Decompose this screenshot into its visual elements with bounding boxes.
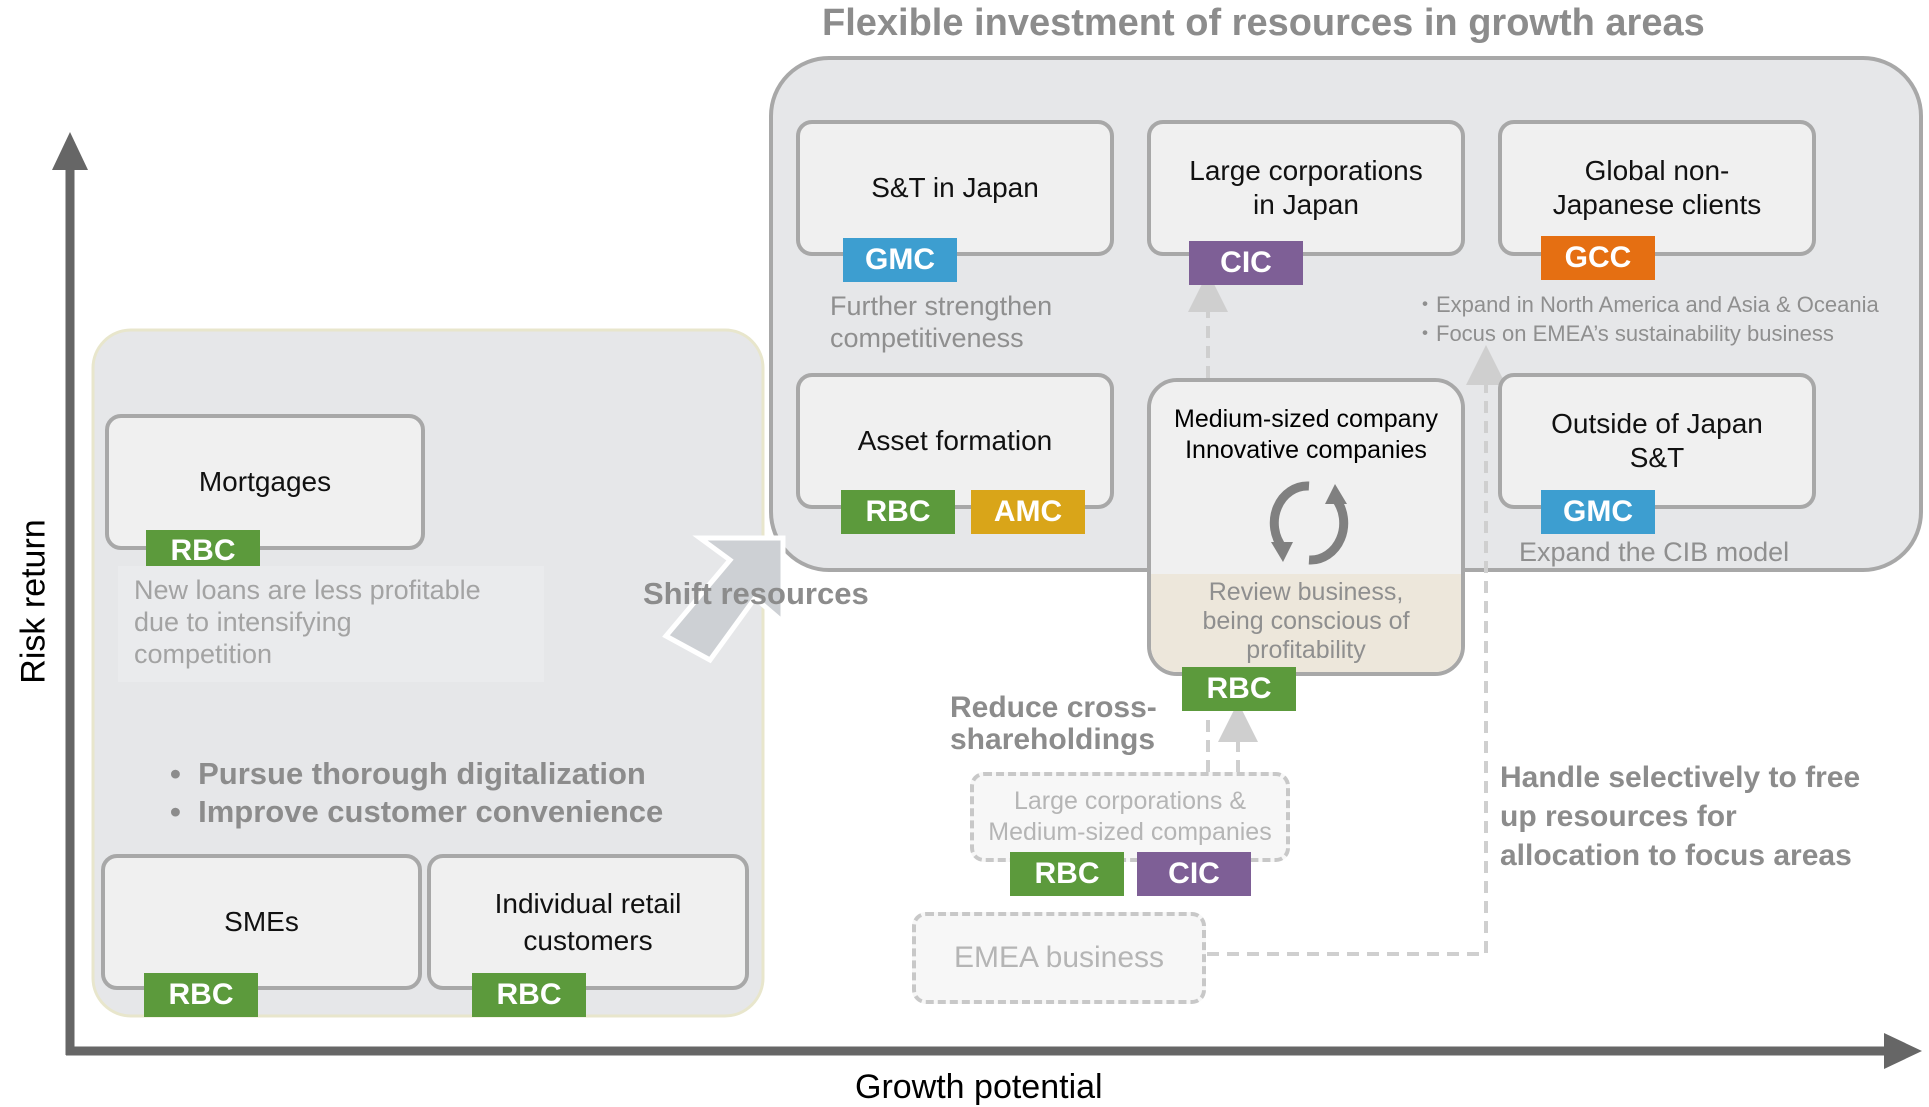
reduce-cic-tag: CIC (1137, 852, 1251, 896)
outside-label-line-1: Outside of Japan (1551, 408, 1763, 439)
asset-rbc-tag: RBC (841, 490, 955, 534)
review-line-3: profitability (1246, 636, 1366, 664)
smes-rbc-tag: RBC (144, 973, 258, 1017)
reduce-label-line-1: Reduce cross- (950, 691, 1157, 724)
emea-box: EMEA business (912, 912, 1206, 1004)
medium-rbc-tag: RBC (1182, 667, 1296, 711)
outside-box: Outside of Japan S&T (1498, 373, 1816, 509)
mortgages-note-line-3: competition (134, 639, 273, 669)
handle-label-line-1: Handle selectively to free (1500, 761, 1861, 794)
st-japan-box: S&T in Japan (796, 120, 1114, 256)
reduce-box-line-2: Medium-sized companies (988, 818, 1272, 846)
reduce-box: Large corporations & Medium-sized compan… (970, 772, 1290, 862)
large-corp-cic-tag: CIC (1189, 241, 1303, 285)
large-corp-box: Large corporations in Japan (1147, 120, 1465, 256)
reduce-label: Reduce cross- shareholdings (950, 692, 1157, 756)
shift-arrow (662, 535, 786, 664)
reduce-label-line-2: shareholdings (950, 723, 1156, 756)
medium-label-line-2: Innovative companies (1185, 436, 1427, 464)
individual-rbc-tag: RBC (472, 973, 586, 1017)
large-corp-label-line-1: Large corporations (1189, 155, 1423, 186)
mortgages-note-line-1: New loans are less profitable (134, 575, 481, 605)
medium-review: Review business, being conscious of prof… (1151, 574, 1461, 672)
bullet-text-digitalization: Pursue thorough digitalization (198, 756, 646, 791)
x-axis-arrowhead (1884, 1033, 1922, 1069)
global-notes: ・Expand in North America and Asia & Ocea… (1414, 290, 1879, 348)
outside-note: Expand the CIB model (1519, 537, 1790, 567)
smes-box: SMEs (101, 854, 422, 990)
bullet-item: • Improve customer convenience (170, 794, 664, 829)
individual-label-line-1: Individual retail (494, 888, 682, 919)
left-bullets: • Pursue thorough digitalization • Impro… (170, 755, 663, 831)
st-japan-note-line-2: competitiveness (830, 323, 1024, 353)
st-japan-gmc-tag: GMC (843, 238, 957, 282)
mortgages-rbc-tag: RBC (146, 530, 260, 572)
bullet-text-convenience: Improve customer convenience (198, 794, 664, 829)
reduce-box-line-1: Large corporations & (1013, 787, 1247, 815)
outside-gmc-tag: GMC (1541, 490, 1655, 534)
individual-label-line-2: customers (523, 925, 653, 956)
handle-label-line-2: up resources for (1500, 800, 1737, 833)
smes-label: SMEs (224, 906, 299, 937)
global-label-line-1: Global non- (1584, 155, 1730, 186)
global-note-2: ・Focus on EMEA’s sustainability business (1414, 321, 1834, 346)
outside-label-line-2: S&T (1629, 442, 1685, 473)
asset-label: Asset formation (857, 425, 1053, 456)
connector-emea (1207, 345, 1506, 956)
global-note-1: ・Expand in North America and Asia & Ocea… (1414, 292, 1879, 317)
global-label-line-2: Japanese clients (1552, 189, 1762, 220)
global-gcc-tag: GCC (1541, 236, 1655, 280)
global-box: Global non- Japanese clients (1498, 120, 1816, 256)
bullet-item: • Pursue thorough digitalization (170, 756, 646, 791)
st-japan-label: S&T in Japan (871, 172, 1039, 203)
shift-resources-label: Shift resources (643, 576, 869, 611)
mortgages-box: Mortgages (105, 414, 425, 550)
medium-box: Medium-sized company Innovative companie… (1147, 378, 1465, 676)
mortgages-note-line-2: due to intensifying (134, 607, 352, 637)
y-axis-arrowhead (52, 132, 88, 170)
individual-box: Individual retail customers (427, 854, 749, 990)
medium-label-line-1: Medium-sized company (1174, 405, 1438, 433)
mortgages-note: New loans are less profitable due to int… (118, 566, 544, 682)
emea-label: EMEA business (953, 941, 1165, 974)
page-title: Flexible investment of resources in grow… (822, 2, 1705, 44)
x-axis-label: Growth potential (855, 1068, 1103, 1106)
asset-amc-tag: AMC (971, 490, 1085, 534)
reduce-rbc-tag: RBC (1010, 852, 1124, 896)
handle-label-line-3: allocation to focus areas (1500, 839, 1852, 872)
medium-upper: Medium-sized company Innovative companie… (1151, 382, 1461, 574)
asset-box: Asset formation (796, 373, 1114, 509)
review-line-2: being conscious of (1202, 607, 1410, 635)
st-japan-note: Further strengthen competitiveness (830, 290, 1052, 354)
handle-label: Handle selectively to free up resources … (1500, 758, 1860, 875)
y-axis-label: Risk return (14, 519, 53, 684)
large-corp-label-line-2: in Japan (1253, 189, 1359, 220)
cycle-icon (1269, 481, 1349, 565)
mortgages-label: Mortgages (198, 466, 332, 497)
review-line-1: Review business, (1208, 578, 1404, 606)
st-japan-note-line-1: Further strengthen (830, 291, 1053, 321)
